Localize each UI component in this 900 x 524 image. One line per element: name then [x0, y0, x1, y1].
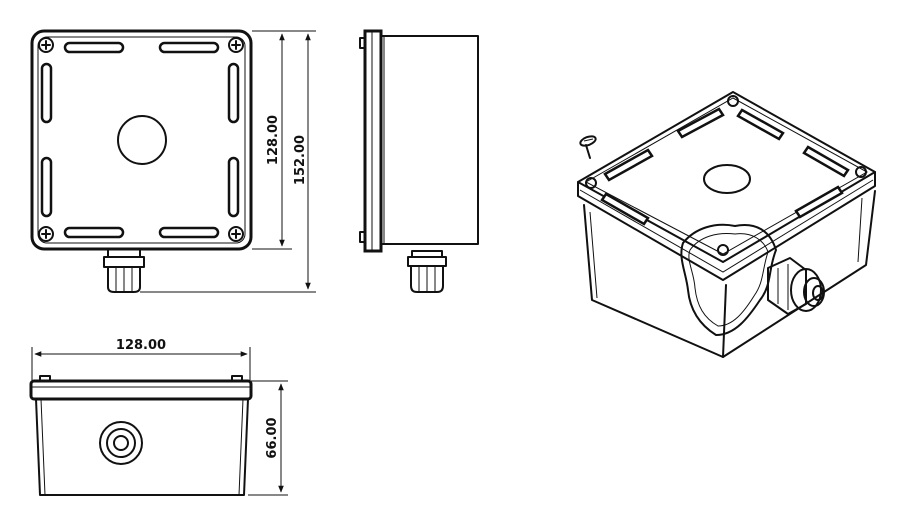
corner-screw: [855, 166, 867, 178]
mounting-slot: [158, 41, 220, 54]
dimension-front-width: 128.00: [31, 338, 251, 381]
mounting-slot: [603, 148, 654, 182]
mounting-slot: [676, 107, 725, 139]
corner-screw: [228, 37, 244, 53]
top-view: [30, 29, 253, 293]
dimension-label: 66.00: [265, 417, 280, 458]
mounting-slot: [40, 156, 53, 218]
cable-gland-icon: [767, 257, 825, 315]
mounting-slot: [158, 226, 220, 239]
dimension-front-height: 66.00: [248, 380, 288, 496]
dimension-top-height: 128.00: [252, 30, 292, 250]
dimension-label: 128.00: [116, 338, 166, 353]
mounting-slot: [802, 145, 850, 178]
mounting-slot: [736, 108, 785, 141]
side-view: [359, 29, 479, 293]
corner-screw: [38, 37, 54, 53]
mounting-slot: [40, 62, 53, 124]
isometric-view: [577, 91, 876, 358]
mounting-slot: [794, 185, 844, 219]
center-hole: [703, 164, 751, 194]
cable-gland-icon: [99, 421, 143, 465]
mounting-slot: [227, 62, 240, 124]
corner-screw: [727, 95, 739, 107]
center-hole: [117, 115, 167, 165]
corner-screw: [585, 177, 597, 189]
mounting-slot: [63, 41, 125, 54]
corner-screw: [228, 226, 244, 242]
corner-screw: [717, 244, 729, 256]
mounting-slot: [63, 226, 125, 239]
dimension-label: 152.00: [293, 135, 308, 185]
cutaway-section: [680, 223, 777, 336]
dimension-top-total-height: 152.00: [140, 30, 316, 293]
dimension-label: 128.00: [266, 115, 281, 165]
cable-gland-icon: [407, 250, 447, 293]
mounting-slot: [227, 156, 240, 218]
cable-gland-icon: [103, 248, 145, 293]
screw-icon: [579, 135, 597, 159]
corner-screw: [38, 226, 54, 242]
mounting-slot: [600, 192, 650, 226]
front-view: [29, 375, 253, 496]
